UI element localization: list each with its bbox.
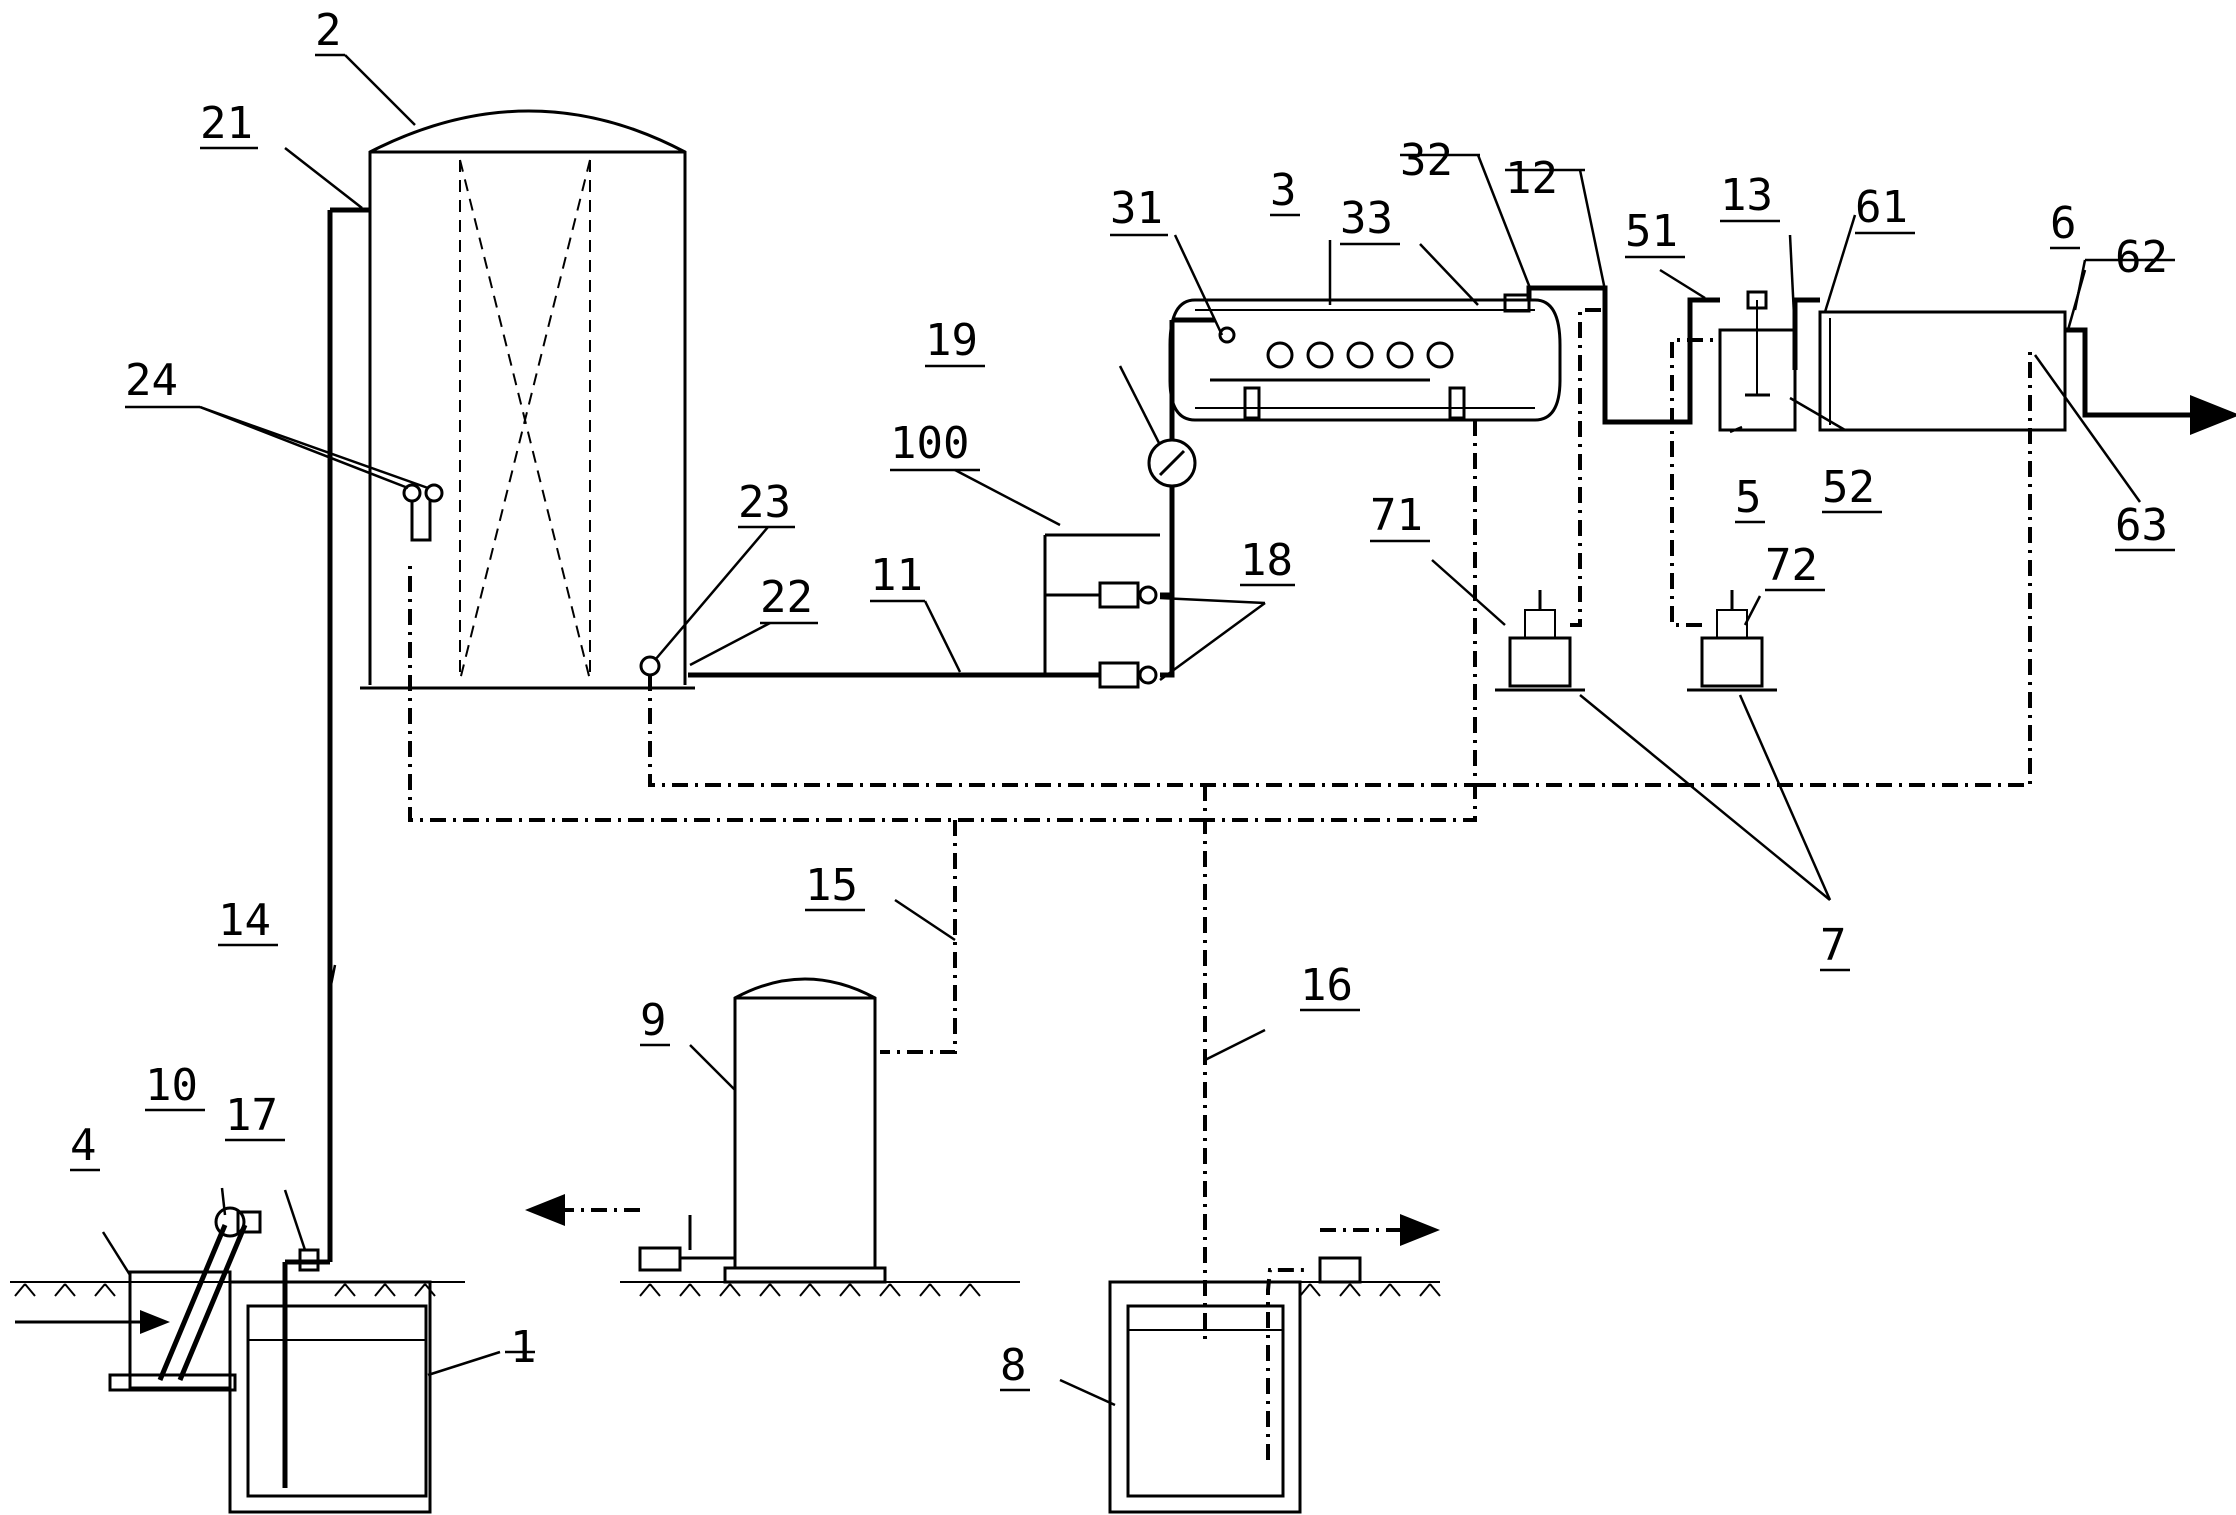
label-23: 23: [738, 477, 791, 528]
label-32: 32: [1400, 135, 1453, 186]
label-13: 13: [1720, 170, 1773, 221]
label-51: 51: [1625, 206, 1678, 257]
bar-screen: [157, 1206, 262, 1381]
callout-labels: 2 21 24 23 22 11 100 19 18 31 3 33 32 12…: [70, 5, 2175, 1392]
label-61: 61: [1855, 182, 1908, 233]
label-72: 72: [1765, 540, 1818, 591]
label-2: 2: [315, 5, 342, 56]
sump-pit: [1108, 1214, 1440, 1514]
membrane-vessel: [1168, 293, 1562, 422]
dosing-unit-72: [1687, 590, 1777, 692]
label-52: 52: [1822, 462, 1875, 513]
label-12: 12: [1505, 153, 1558, 204]
sludge-line: [880, 820, 957, 1054]
label-7: 7: [1820, 920, 1847, 971]
sludge-tank: [525, 977, 887, 1284]
label-8: 8: [1000, 1340, 1027, 1391]
label-15: 15: [805, 860, 858, 911]
label-63: 63: [2115, 500, 2168, 551]
screen-channel: [15, 1270, 237, 1392]
label-16: 16: [1300, 960, 1353, 1011]
reactor-tank: [360, 109, 695, 690]
label-24: 24: [125, 355, 178, 406]
label-33: 33: [1340, 193, 1393, 244]
feed-pumps: [1098, 505, 1175, 689]
leader-lines: [101, 54, 2142, 1407]
product-tank: [1818, 310, 2236, 435]
label-71: 71: [1370, 490, 1423, 541]
label-4: 4: [70, 1120, 97, 1171]
mix-tank: [1680, 290, 1820, 432]
label-5: 5: [1735, 472, 1762, 523]
label-100: 100: [890, 418, 969, 469]
ground-lines: [10, 1281, 1441, 1297]
label-9: 9: [640, 995, 667, 1046]
label-11: 11: [870, 550, 923, 601]
label-19: 19: [925, 315, 978, 366]
label-17: 17: [225, 1090, 278, 1141]
feed-line: [688, 533, 1160, 678]
label-3: 3: [1270, 165, 1297, 216]
dosing-lines: [1570, 308, 1720, 627]
label-1: 1: [510, 1322, 537, 1373]
pressure-gauge: [1147, 317, 1215, 505]
label-18: 18: [1240, 535, 1293, 586]
label-62: 62: [2115, 232, 2168, 283]
lift-pump: [282, 1248, 330, 1290]
label-21: 21: [200, 98, 253, 149]
label-10: 10: [145, 1060, 198, 1111]
label-14: 14: [218, 895, 271, 946]
label-31: 31: [1110, 183, 1163, 234]
label-6: 6: [2050, 198, 2077, 249]
riser-pipe: [327, 207, 370, 1262]
collection-pit: [228, 1280, 432, 1514]
dosing-unit-71: [1495, 590, 1585, 692]
label-22: 22: [760, 572, 813, 623]
